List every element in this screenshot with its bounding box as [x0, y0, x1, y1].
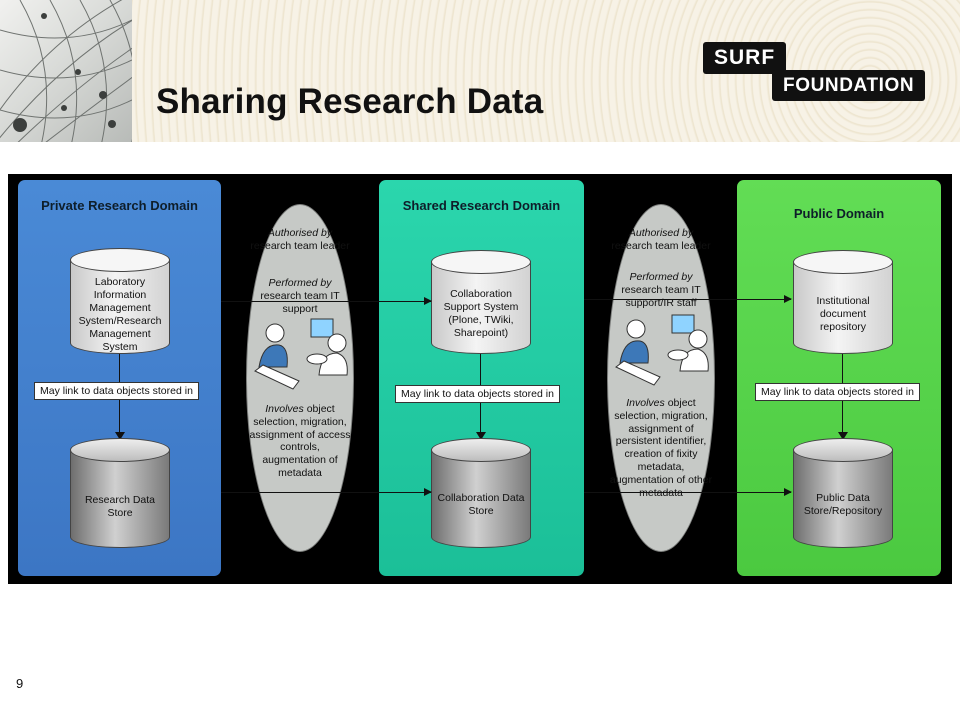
- atrium-dome-image: [0, 0, 132, 142]
- public-link-note: May link to data objects stored in: [755, 383, 920, 401]
- involves-value: object selection, migration, assignment …: [609, 397, 713, 499]
- arrow-store-private-to-shared: [221, 488, 432, 496]
- research-data-store: Research Data Store: [70, 438, 170, 548]
- authorised-by-value: research team leader: [250, 239, 350, 252]
- public-data-store: Public Data Store/Repository: [793, 438, 893, 548]
- private-domain-title: Private Research Domain: [41, 198, 198, 213]
- involves-value: object selection, migration, assignment …: [249, 403, 351, 479]
- performed-by-label: Performed by: [268, 277, 332, 289]
- public-domain-panel: Public Domain Institutional document rep…: [737, 180, 941, 576]
- shared-domain-title: Shared Research Domain: [402, 198, 561, 213]
- arrow-system-private-to-shared: [221, 297, 432, 305]
- arrow-store-shared-to-public: [584, 488, 792, 496]
- involves-label: Involves: [265, 403, 304, 415]
- lims-database: Laboratory Information Management System…: [70, 248, 170, 354]
- authorised-by-label: Authorised by: [267, 227, 333, 239]
- arrow-system-shared-to-public: [584, 295, 792, 303]
- collaboration-data-store: Collaboration Data Store: [431, 438, 531, 548]
- surf-logo-top: SURF: [703, 42, 787, 74]
- lims-database-label: Laboratory Information Management System…: [78, 276, 162, 353]
- header-photo: [0, 0, 132, 142]
- slide-header: Sharing Research Data SURF FOUNDATION: [0, 0, 960, 142]
- performed-by-value: research team IT support: [260, 289, 340, 315]
- research-data-diagram: Private Research Domain Laboratory Infor…: [8, 174, 952, 584]
- people-at-computer-icon: [254, 318, 348, 390]
- institutional-repository-label: Institutional document repository: [816, 295, 870, 333]
- page-number: 9: [16, 676, 24, 691]
- private-domain-panel: Private Research Domain Laboratory Infor…: [18, 180, 221, 576]
- people-at-computer-icon: [615, 314, 709, 386]
- authorised-by-label: Authorised by: [628, 227, 694, 239]
- shared-link-note: May link to data objects stored in: [395, 385, 560, 403]
- collaboration-data-store-label: Collaboration Data Store: [437, 492, 525, 517]
- surf-logo-bottom: FOUNDATION: [772, 70, 926, 101]
- transfer-shared-to-public: Authorised by research team leader Perfo…: [607, 204, 715, 552]
- transfer-private-to-shared: Authorised by research team leader Perfo…: [246, 204, 354, 552]
- collaboration-support-label: Collaboration Support System (Plone, TWi…: [443, 288, 519, 339]
- research-data-store-label: Research Data Store: [84, 494, 156, 519]
- shared-domain-panel: Shared Research Domain Collaboration Sup…: [379, 180, 584, 576]
- public-domain-title: Public Domain: [793, 206, 885, 221]
- performed-by-value: research team IT support/IR staff: [621, 283, 701, 309]
- authorised-by-value: research team leader: [611, 239, 711, 252]
- institutional-repository-database: Institutional document repository: [793, 250, 893, 354]
- performed-by-label: Performed by: [629, 271, 693, 283]
- public-data-store-label: Public Data Store/Repository: [803, 492, 883, 517]
- slide-title: Sharing Research Data: [156, 82, 544, 121]
- involves-label: Involves: [626, 397, 665, 409]
- collaboration-support-database: Collaboration Support System (Plone, TWi…: [431, 250, 531, 354]
- private-link-note: May link to data objects stored in: [34, 382, 199, 400]
